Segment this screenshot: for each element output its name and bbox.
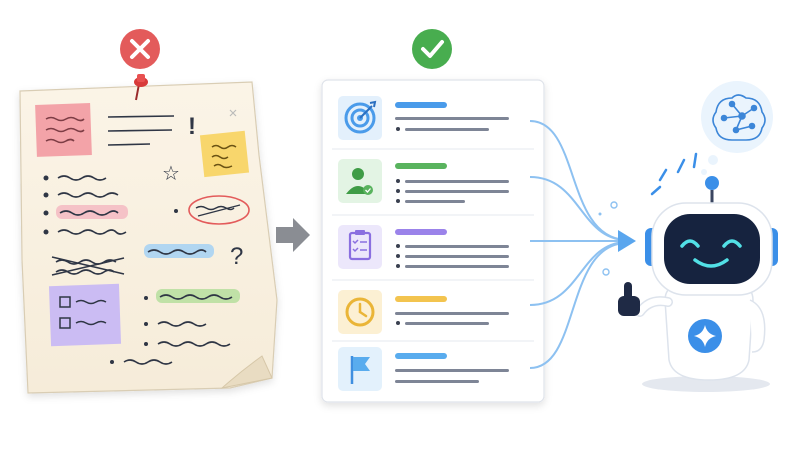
purple-sticky-checklist [48,283,122,347]
connector-arrowhead-icon [618,230,636,252]
neural-network-brain-icon [712,94,766,141]
list-item-target [338,96,509,140]
user-icon [346,168,373,195]
yellow-sticky-note [199,130,250,178]
scribbled-bullet-list [43,175,128,235]
clipboard-checklist-icon [348,230,372,261]
connector-lines [529,120,626,369]
list-item-clipboard [338,225,509,269]
x-icon [120,29,160,69]
transition-arrow-icon [276,218,310,252]
list-item-user [338,159,509,203]
flag-icon [350,356,370,384]
list-item-flag [338,347,509,391]
exclamation-mark: ! [188,113,196,140]
robot-face [680,239,742,268]
thought-bubble [701,81,773,175]
organized-list-card [321,79,545,403]
check-icon [412,29,452,69]
crossed-out-text [51,256,125,276]
thumbs-up-icon [618,282,640,316]
target-icon [344,100,377,134]
messy-notes-paper: ! ☆ [19,74,278,394]
clock-icon [345,297,375,327]
pink-sticky-note [35,103,92,157]
paper-curl [220,355,273,389]
star-doodle: ☆ [162,161,180,185]
question-mark: ? [230,243,243,270]
robot-assistant [618,152,778,392]
list-item-clock [338,290,509,334]
circled-note [174,195,250,225]
pushpin-icon [134,74,148,101]
